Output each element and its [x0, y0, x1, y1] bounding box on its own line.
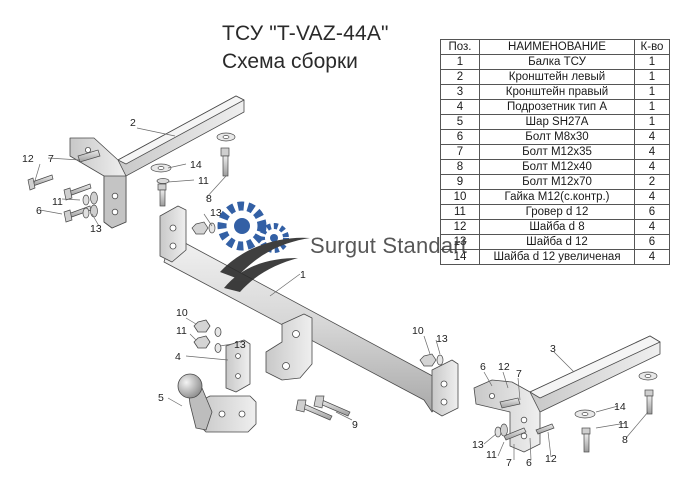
right-bracket [473, 335, 661, 453]
label-pos-10-left: 10 [176, 307, 188, 319]
row-qty: 6 [634, 234, 670, 250]
row-name: Шайба d 12 увеличеная [479, 249, 635, 265]
left-vertical-bolts [77, 132, 236, 207]
right-beam-nuts [419, 353, 444, 367]
label-pos-13-socket: 13 [234, 339, 246, 351]
diagram-subtitle: Схема сборки [222, 50, 358, 73]
row-name: Гровер d 12 [479, 204, 635, 220]
row-pos: 12 [440, 219, 480, 235]
label-pos-7-bottom: 7 [506, 457, 512, 469]
label-pos-14-right: 14 [614, 401, 626, 413]
callout-labels: 2 1 3 4 5 9 12 7 6 11 13 14 11 8 13 10 1… [22, 117, 629, 469]
label-pos-4: 4 [175, 351, 181, 363]
header-name: НАИМЕНОВАНИЕ [479, 39, 635, 55]
label-pos-11-right: 11 [618, 419, 629, 431]
label-pos-3: 3 [550, 343, 556, 355]
right-fasteners [494, 371, 658, 453]
label-pos-10-right: 10 [412, 325, 424, 337]
left-beam-nuts [191, 221, 216, 235]
label-pos-7-left: 7 [48, 153, 54, 165]
tow-ball [177, 373, 257, 433]
label-pos-11-mid: 11 [198, 175, 209, 187]
surgut-standart-logo [217, 201, 310, 292]
label-pos-7-right: 7 [516, 368, 522, 380]
label-pos-12-right: 12 [498, 361, 510, 373]
label-pos-5: 5 [158, 392, 164, 404]
label-pos-1: 1 [300, 269, 306, 281]
label-pos-6-bottom: 6 [526, 457, 532, 469]
label-pos-2: 2 [130, 117, 136, 129]
label-pos-6-right: 6 [480, 361, 486, 373]
row-name: Кронштейн правый [479, 84, 635, 100]
label-pos-11-socket: 11 [176, 325, 187, 337]
label-pos-12-left: 12 [22, 153, 34, 165]
label-pos-14-left: 14 [190, 159, 202, 171]
row-qty: 4 [634, 249, 670, 265]
label-pos-6-left: 6 [36, 205, 42, 217]
label-pos-13-beam: 13 [210, 207, 222, 219]
label-pos-8-left: 8 [206, 193, 212, 205]
label-pos-11-bottom: 11 [486, 449, 497, 461]
leader-lines [33, 127, 649, 461]
watermark-text: Surgut Standart [310, 233, 468, 258]
diagram-title: ТСУ "T-VAZ-44A" [222, 22, 389, 45]
socket-bracket [193, 319, 251, 393]
label-pos-13-right: 13 [436, 333, 448, 345]
label-pos-9: 9 [352, 419, 358, 431]
row-name: Болт М12х40 [479, 159, 635, 175]
long-bolts [295, 395, 351, 421]
label-pos-12-bottom: 12 [545, 453, 557, 465]
label-pos-8-right: 8 [622, 434, 628, 446]
label-pos-11-left: 11 [52, 196, 63, 208]
left-bolts [27, 174, 98, 223]
label-pos-13-bottom: 13 [472, 439, 484, 451]
row-name: Болт М12х35 [479, 144, 635, 160]
label-pos-13-left: 13 [90, 223, 102, 235]
